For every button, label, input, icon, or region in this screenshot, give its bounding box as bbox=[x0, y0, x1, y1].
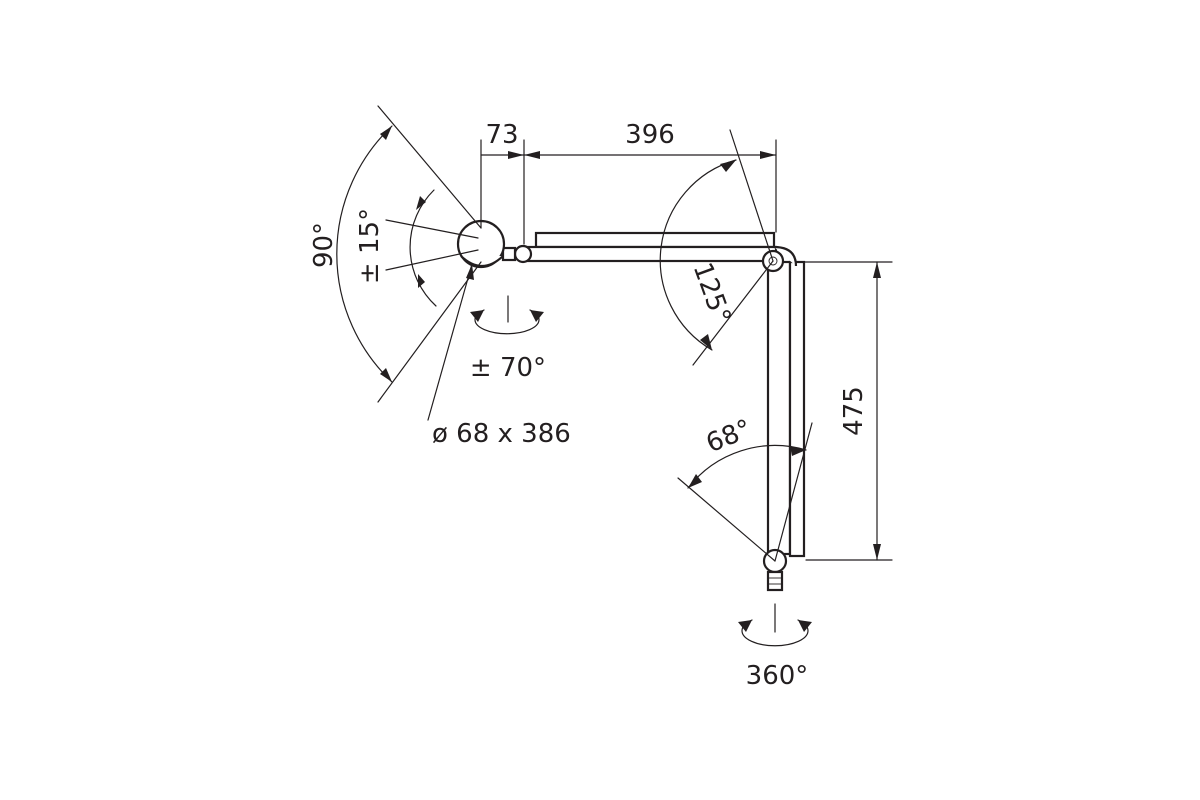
head-pivot-label: ± 15° bbox=[355, 208, 385, 284]
base-arrow-right bbox=[790, 446, 806, 456]
elbow-arrow-bottom bbox=[700, 334, 712, 350]
head-pivot-indicator bbox=[385, 189, 479, 307]
elbow-angle-indicator bbox=[659, 129, 774, 366]
arrow-396-left bbox=[524, 151, 540, 159]
elbow-ray-upper bbox=[729, 129, 774, 262]
head-rotation-indicator bbox=[470, 295, 544, 335]
head-size-arrow bbox=[466, 264, 474, 280]
head-rotation-label: ± 70° bbox=[470, 353, 546, 383]
arrow-396-right bbox=[760, 151, 776, 159]
base-ray-lower bbox=[677, 477, 776, 562]
tilt-ray-lower bbox=[377, 261, 482, 403]
base-rotation-indicator bbox=[738, 603, 812, 647]
arm-bar bbox=[518, 245, 778, 263]
pivot-arc bbox=[409, 189, 437, 307]
elbow-angle-label: 125° bbox=[687, 259, 737, 328]
arm-cover bbox=[534, 231, 776, 249]
elbow-pin bbox=[768, 256, 778, 266]
dimension-top bbox=[480, 139, 777, 245]
arm-length-label: 396 bbox=[625, 120, 675, 150]
head-size-leader bbox=[427, 263, 473, 421]
pivot-arrow-top bbox=[416, 196, 426, 210]
elbow-arrow-top bbox=[720, 160, 736, 172]
base-ray-upper bbox=[774, 422, 813, 562]
head-tilt-indicator bbox=[336, 105, 482, 403]
offset-length-label: 73 bbox=[485, 120, 518, 150]
lamp-structure bbox=[456, 219, 806, 592]
head-tilt-label: 90° bbox=[309, 222, 339, 268]
elbow-ray-lower bbox=[692, 260, 774, 366]
pivot-ray-lower bbox=[385, 249, 479, 271]
arrow-475-top bbox=[873, 262, 881, 278]
base-arrow-left bbox=[688, 474, 702, 488]
tilt-ray-upper bbox=[377, 105, 482, 229]
column-bar bbox=[766, 260, 792, 556]
rotation-ellipse-head bbox=[474, 309, 540, 335]
arrow-73-right bbox=[508, 151, 524, 159]
base-tilt-label: 68° bbox=[702, 414, 756, 459]
pivot-arrow-bottom bbox=[418, 274, 425, 288]
elbow-arc bbox=[659, 159, 737, 351]
base-arc bbox=[687, 444, 807, 489]
base-clamp bbox=[766, 570, 784, 592]
base-rotation-label: 360° bbox=[746, 661, 809, 691]
head-size-label: ø 68 x 386 bbox=[432, 419, 571, 449]
base-rotation-arrow-left bbox=[738, 620, 752, 632]
column-height-label: 475 bbox=[839, 386, 869, 436]
head-joint bbox=[513, 244, 533, 264]
tilt-arc bbox=[336, 125, 393, 383]
lamp-head-shade bbox=[460, 255, 504, 268]
tilt-arrow-bottom bbox=[380, 368, 392, 382]
rotation-ellipse-base bbox=[741, 619, 809, 647]
rotation-arrow-right bbox=[530, 310, 544, 322]
tilt-arrow-top bbox=[380, 126, 392, 140]
head-connector bbox=[501, 246, 517, 262]
elbow-curve bbox=[773, 245, 798, 267]
rotation-arrow-left bbox=[470, 310, 484, 322]
pivot-ray-upper bbox=[385, 219, 479, 239]
base-rotation-arrow-right bbox=[798, 620, 812, 632]
base-tilt-indicator bbox=[677, 422, 813, 562]
column-cover bbox=[788, 260, 806, 558]
dimension-right bbox=[797, 261, 893, 561]
arrow-475-bottom bbox=[873, 544, 881, 560]
